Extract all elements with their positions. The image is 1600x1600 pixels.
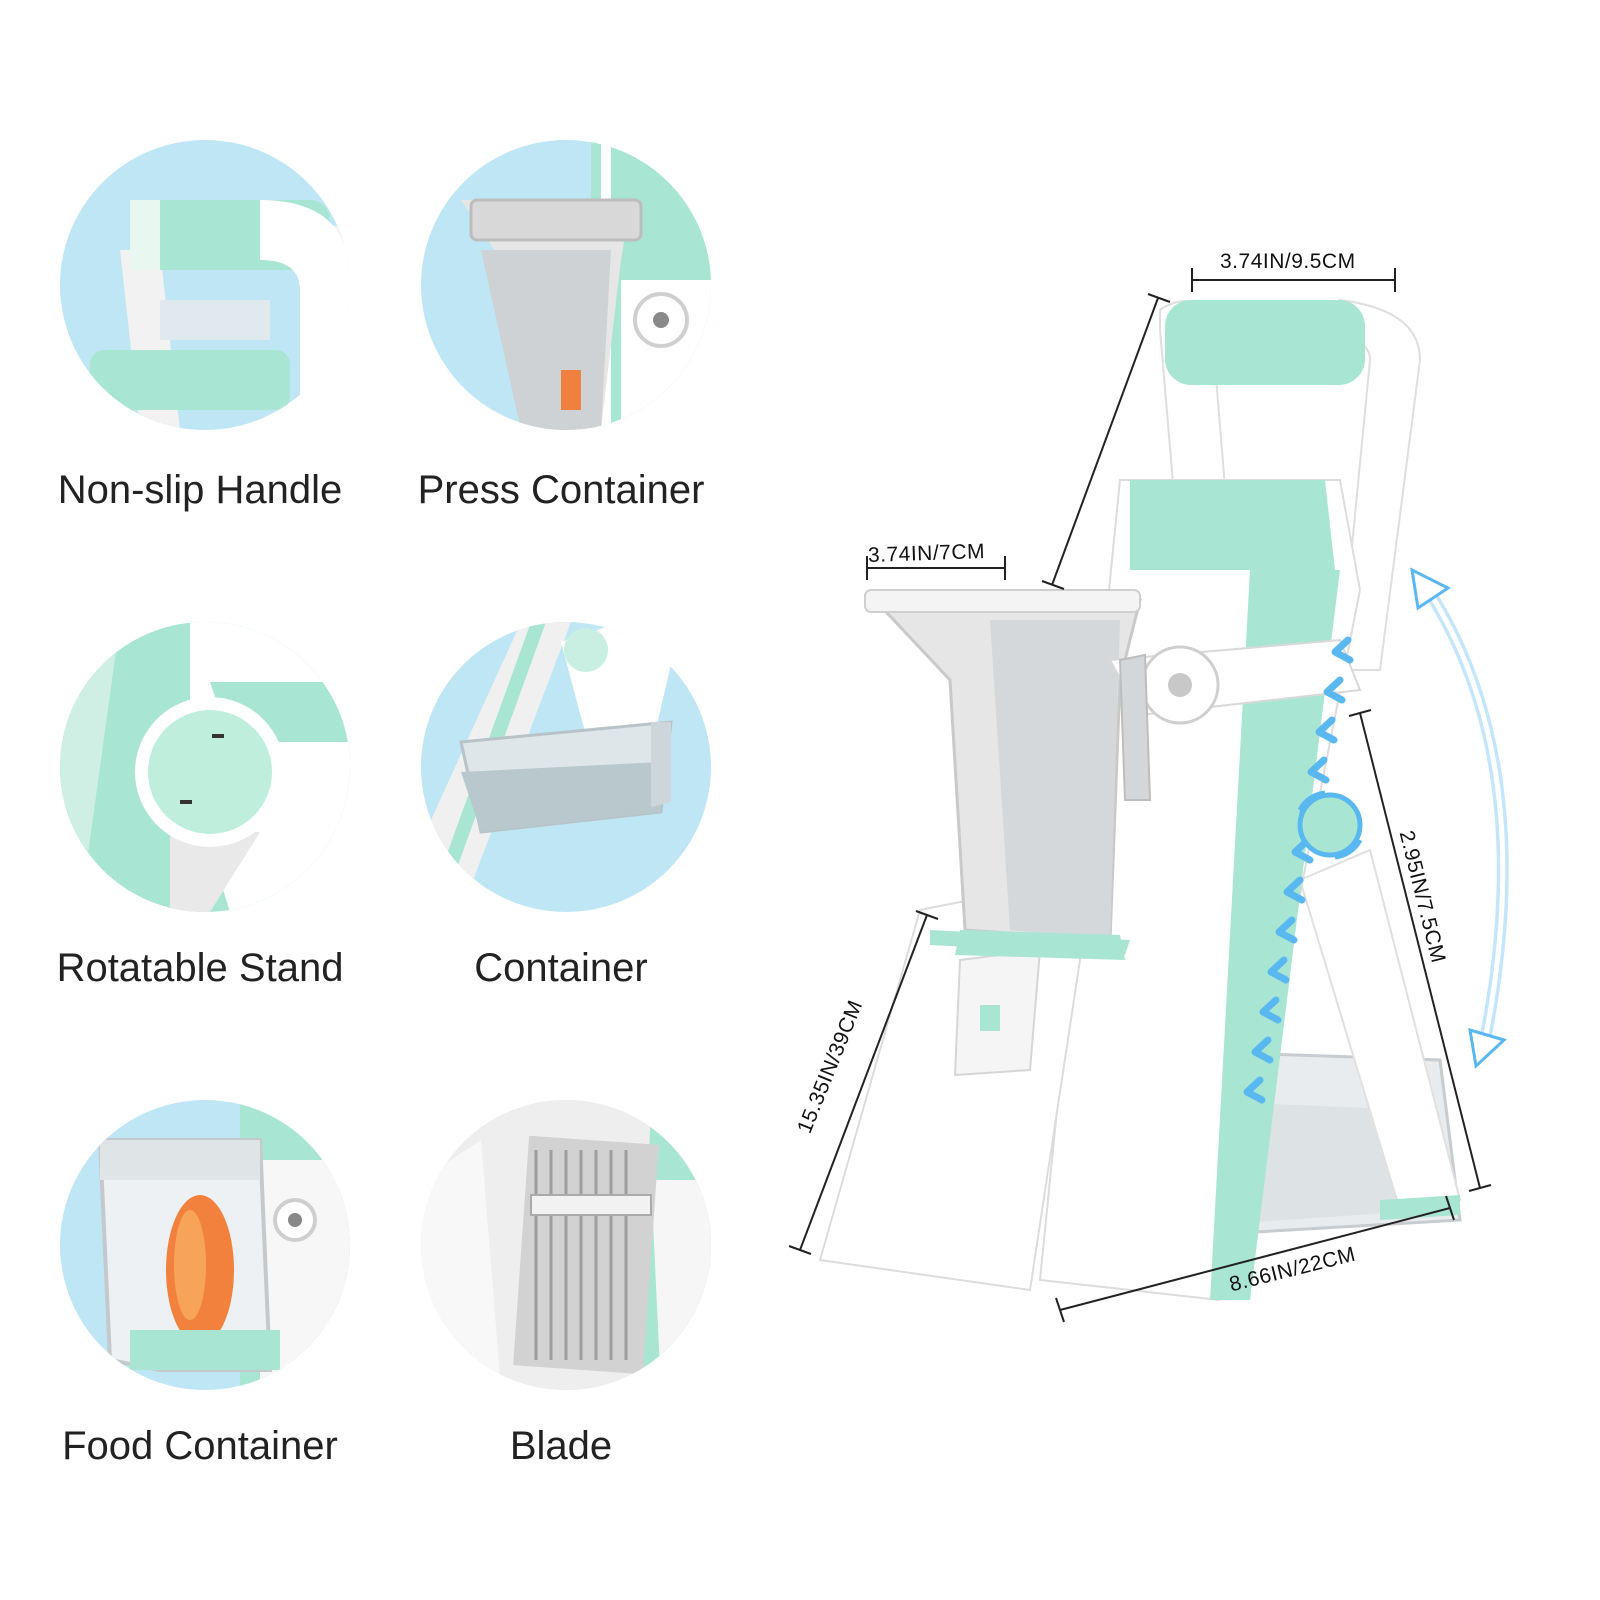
rotatable-stand-closeup-image — [60, 622, 350, 912]
feature-label: Rotatable Stand — [56, 946, 344, 990]
dimension-hopper-width: 3.74IN/7CM — [867, 539, 986, 568]
container-closeup-image — [421, 622, 711, 912]
feature-label: Non-slip Handle — [57, 468, 343, 512]
blade-closeup-image — [421, 1100, 711, 1390]
feature-label: Blade — [509, 1424, 613, 1468]
feature-label: Food Container — [62, 1424, 338, 1468]
dimension-top-width: 3.74IN/9.5CM — [1220, 250, 1356, 273]
press-container-closeup-image — [421, 140, 711, 430]
handle-closeup-image — [60, 140, 350, 430]
food-container-closeup-image — [60, 1100, 350, 1390]
feature-label: Container — [474, 946, 648, 990]
product-illustration — [780, 240, 1540, 1340]
feature-label: Press Container — [417, 468, 705, 512]
